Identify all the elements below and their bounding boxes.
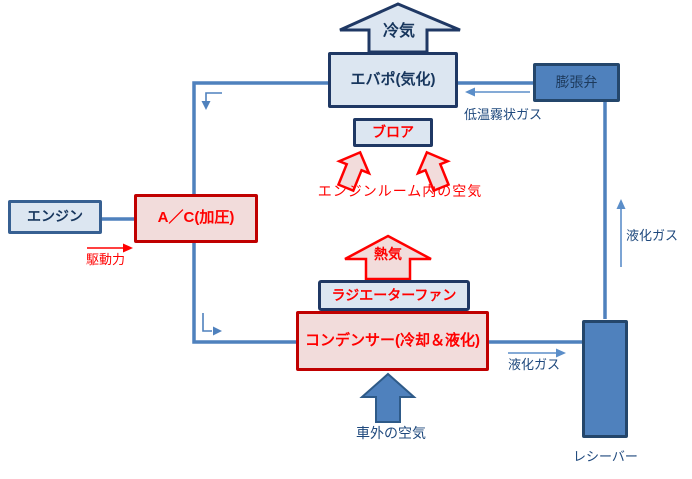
condenser-label: コンデンサー(冷却＆液化) xyxy=(305,331,480,349)
receiver-node xyxy=(582,320,628,438)
ac-compressor-label: A／C(加圧) xyxy=(157,209,235,227)
expansion-valve-label: 膨張弁 xyxy=(555,73,598,90)
radiator-fan-label: ラジエーターファン xyxy=(331,286,457,303)
liquefied-gas-horizontal-label: 液化ガス xyxy=(508,357,561,372)
hot-air-label: 熱気 xyxy=(374,246,402,262)
engine-label: エンジン xyxy=(27,208,83,225)
outside-air-arrow-icon xyxy=(359,372,417,423)
hot-air-arrow-icon xyxy=(344,234,432,281)
pipe-ac-to-condenser xyxy=(192,242,299,344)
radiator-fan-node: ラジエーターファン xyxy=(318,280,470,311)
blower-label: ブロア xyxy=(372,123,414,140)
flow-marker-right-icon xyxy=(202,313,222,336)
cold-air-label: 冷気 xyxy=(382,23,415,40)
flow-marker-down-icon xyxy=(201,92,222,110)
driving-force-label: 駆動力 xyxy=(86,252,126,267)
engine-room-air-left-arrow-icon xyxy=(336,150,372,193)
evaporator-node: エバポ(気化) xyxy=(328,52,458,108)
low-temp-mist-gas-label: 低温霧状ガス xyxy=(464,107,543,122)
liquefied-gas-vertical-label: 液化ガス xyxy=(626,228,679,243)
liquefied-gas-right-arrow-icon xyxy=(508,348,566,358)
low-temp-gas-arrow-icon xyxy=(465,87,530,97)
engine-room-air-right-arrow-icon xyxy=(415,150,451,193)
blower-node: ブロア xyxy=(353,118,433,147)
outside-air-label: 車外の空気 xyxy=(356,425,426,441)
receiver-label: レシーバー xyxy=(573,449,638,464)
driving-force-arrow-icon xyxy=(87,243,133,253)
pipe-evaporator-to-ac xyxy=(192,81,328,195)
engine-room-air-label: エンジンルーム内の空気 xyxy=(317,183,483,199)
ac-compressor-node: A／C(加圧) xyxy=(134,194,258,243)
engine-node: エンジン xyxy=(8,200,102,234)
evaporator-label: エバポ(気化) xyxy=(350,70,436,88)
liquefied-gas-up-arrow-icon xyxy=(616,199,626,267)
condenser-node: コンデンサー(冷却＆液化) xyxy=(296,311,489,371)
expansion-valve-node: 膨張弁 xyxy=(533,63,620,102)
